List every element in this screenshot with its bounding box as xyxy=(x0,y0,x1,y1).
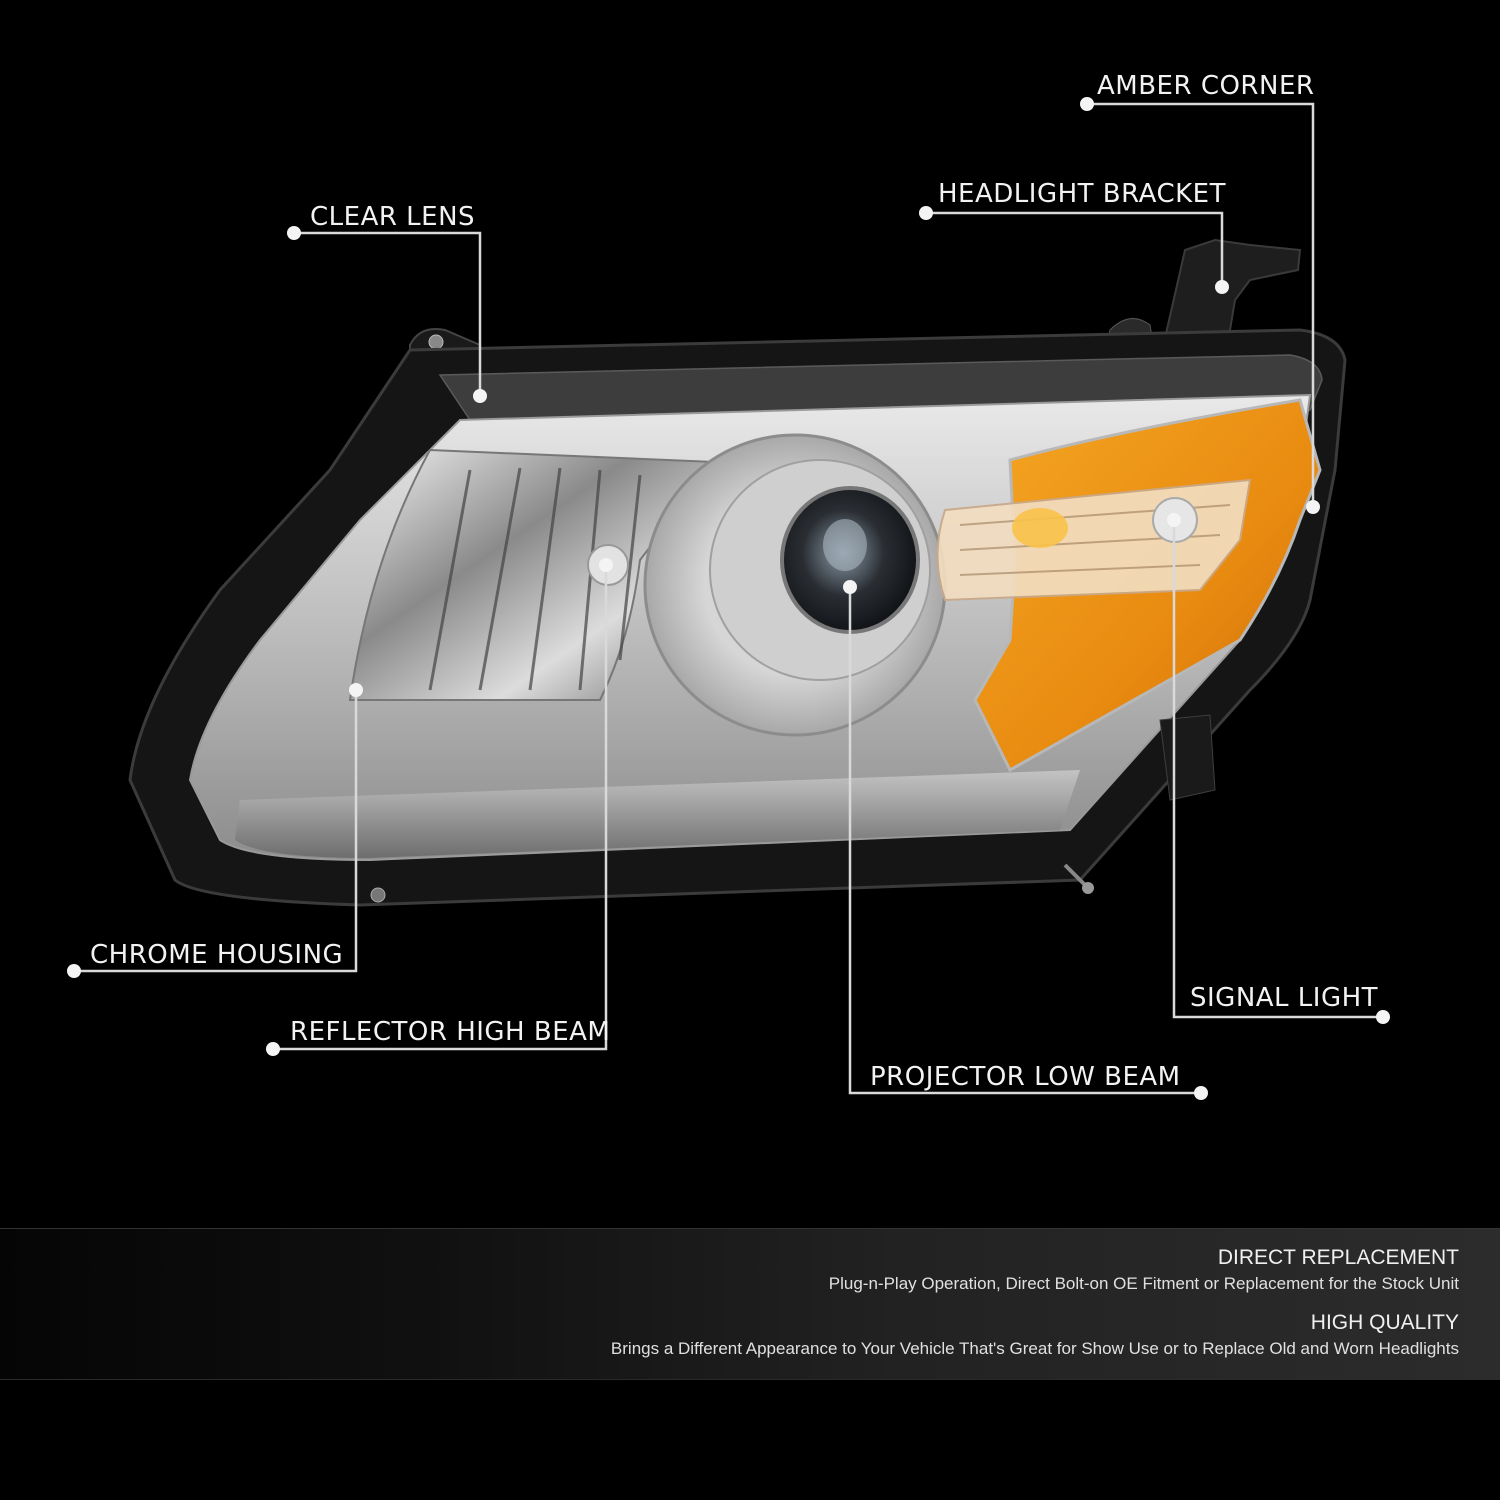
signal-light-anchor-dot xyxy=(1376,1010,1390,1024)
chrome-housing-leader-line xyxy=(74,690,358,973)
feature-high-quality: HIGH QUALITY Brings a Different Appearan… xyxy=(611,1311,1459,1359)
projector-low-beam-anchor-dot xyxy=(1194,1086,1208,1100)
feature-direct-replacement: DIRECT REPLACEMENT Plug-n-Play Operation… xyxy=(829,1246,1459,1294)
clear-lens-leader-line xyxy=(294,231,482,396)
projector-low-beam-label: PROJECTOR LOW BEAM xyxy=(870,1062,1181,1092)
chrome-housing-anchor-dot xyxy=(67,964,81,978)
signal-light-label: SIGNAL LIGHT xyxy=(1190,983,1379,1013)
signal-light-leader-line xyxy=(1172,520,1383,1019)
reflector-high-beam-target-dot xyxy=(599,558,613,572)
clear-lens-target-dot xyxy=(473,389,487,403)
amber-corner-leader-line xyxy=(1087,102,1315,507)
amber-corner-anchor-dot xyxy=(1080,97,1094,111)
headlight-bracket-label: HEADLIGHT BRACKET xyxy=(938,179,1226,209)
feature-title: HIGH QUALITY xyxy=(1310,1311,1459,1334)
feature-description: Brings a Different Appearance to Your Ve… xyxy=(610,1339,1459,1358)
projector-low-beam-target-dot xyxy=(843,580,857,594)
reflector-high-beam-label: REFLECTOR HIGH BEAM xyxy=(290,1017,611,1047)
clear-lens-anchor-dot xyxy=(287,226,301,240)
feature-title: DIRECT REPLACEMENT xyxy=(1217,1246,1459,1269)
amber-corner-target-dot xyxy=(1306,500,1320,514)
reflector-high-beam-anchor-dot xyxy=(266,1042,280,1056)
projector-low-beam-leader-line xyxy=(848,587,1201,1095)
amber-corner-label: AMBER CORNER xyxy=(1097,71,1315,101)
headlight-bracket-leader-line xyxy=(926,211,1224,287)
clear-lens-label: CLEAR LENS xyxy=(310,202,476,232)
reflector-high-beam-leader-line xyxy=(273,565,608,1051)
chrome-housing-label: CHROME HOUSING xyxy=(90,940,344,970)
signal-light-target-dot xyxy=(1167,513,1181,527)
feature-description: Plug-n-Play Operation, Direct Bolt-on OE… xyxy=(828,1274,1459,1293)
feature-band: DIRECT REPLACEMENT Plug-n-Play Operation… xyxy=(0,1228,1500,1380)
headlight-bracket-target-dot xyxy=(1215,280,1229,294)
headlight-bracket-anchor-dot xyxy=(919,206,933,220)
headlight-bracket-shape xyxy=(1158,238,1302,361)
chrome-housing-target-dot xyxy=(349,683,363,697)
